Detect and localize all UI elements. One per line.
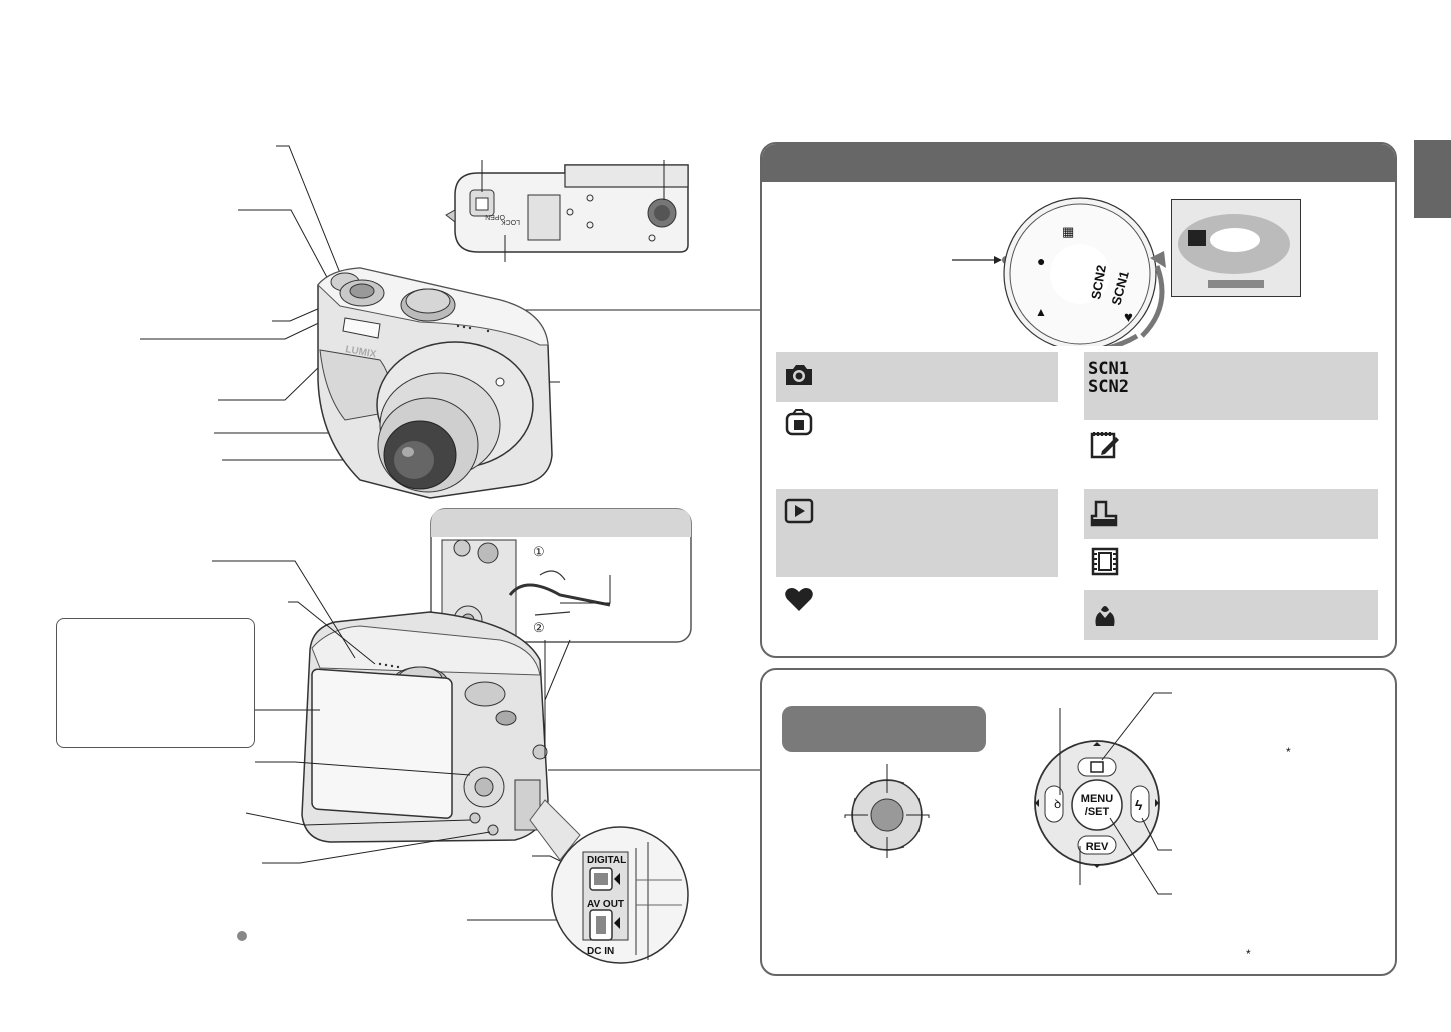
macro-icon [1095, 606, 1115, 626]
lcd-camera-icon [1188, 230, 1206, 246]
simple-cross-pad [844, 764, 930, 858]
set-label: /SET [1085, 806, 1110, 818]
menu-label: MENU [1081, 793, 1113, 805]
cursor-panel-title-pill [782, 706, 986, 752]
simple-mode-icon [785, 409, 813, 436]
front-camera: LUMIX [317, 267, 553, 499]
rear-camera [301, 611, 549, 843]
av-out-port-label: AV OUT [587, 899, 624, 910]
front-leader-lines [140, 145, 760, 461]
side-tab [1414, 140, 1451, 218]
flash-glyph: ϟ [1135, 797, 1143, 813]
dial-film-glyph: ▦ [1062, 224, 1074, 239]
mode-dial-panel: ● SCN1 SCN2 ♥ ▦ ▲ SCN1 SCN2 [760, 142, 1397, 658]
bottom-view: OPEN LOCK [445, 164, 689, 253]
mode-row-print [1084, 489, 1378, 539]
dial-heart-glyph: ♥ [1124, 309, 1133, 326]
bottom-open-label: OPEN [485, 213, 505, 220]
scn1-text: SCN1 [1088, 359, 1129, 379]
scn2-text: SCN2 [1088, 377, 1129, 397]
bullet-dot [237, 931, 247, 941]
mode-lcd-preview [1171, 199, 1301, 297]
step-2-mark: ② [533, 620, 545, 635]
dc-in-port-label: DC IN [587, 946, 614, 957]
mode-dial-panel-header [762, 144, 1395, 182]
camera-icon [786, 365, 812, 385]
mode-row-scene [1084, 352, 1378, 420]
lcd-note-box [56, 618, 255, 748]
asterisk-2: * [1246, 947, 1251, 961]
asterisk-1: * [1286, 745, 1291, 759]
rev-label: REV [1086, 841, 1109, 853]
step-1-mark: ① [533, 544, 545, 559]
heart-icon [785, 588, 813, 611]
dial-camera-glyph: ● [1037, 253, 1045, 269]
cursor-buttons-graphic: ꝺ ϟ MENU /SET REV * * [844, 692, 1291, 961]
bottom-lock-label: LOCK [501, 218, 520, 225]
digital-port-label: DIGITAL [587, 855, 626, 866]
dial-play-glyph: ▲ [1035, 305, 1047, 319]
print-icon [1090, 500, 1118, 527]
camera-illustration: OPEN LOCK LUMIX [140, 145, 760, 964]
self-timer-glyph: ꝺ [1054, 797, 1061, 811]
playback-icon [784, 498, 814, 524]
mode-row-camera [776, 352, 1058, 402]
mode-row-playback [776, 489, 1058, 577]
detailed-cursor-pad: ꝺ ϟ MENU /SET REV [1034, 740, 1160, 868]
connector-magnifier: DIGITAL AV OUT DC IN [529, 799, 689, 964]
strap-inset: ① ② [430, 508, 692, 643]
clipboard-icon [1090, 432, 1119, 459]
dial-scn2-text: SCN2 [1088, 264, 1109, 301]
mode-row-macro [1084, 590, 1378, 640]
mode-dial-graphic: ● SCN1 SCN2 ♥ ▦ ▲ [952, 197, 1166, 346]
film-icon [1091, 547, 1119, 576]
